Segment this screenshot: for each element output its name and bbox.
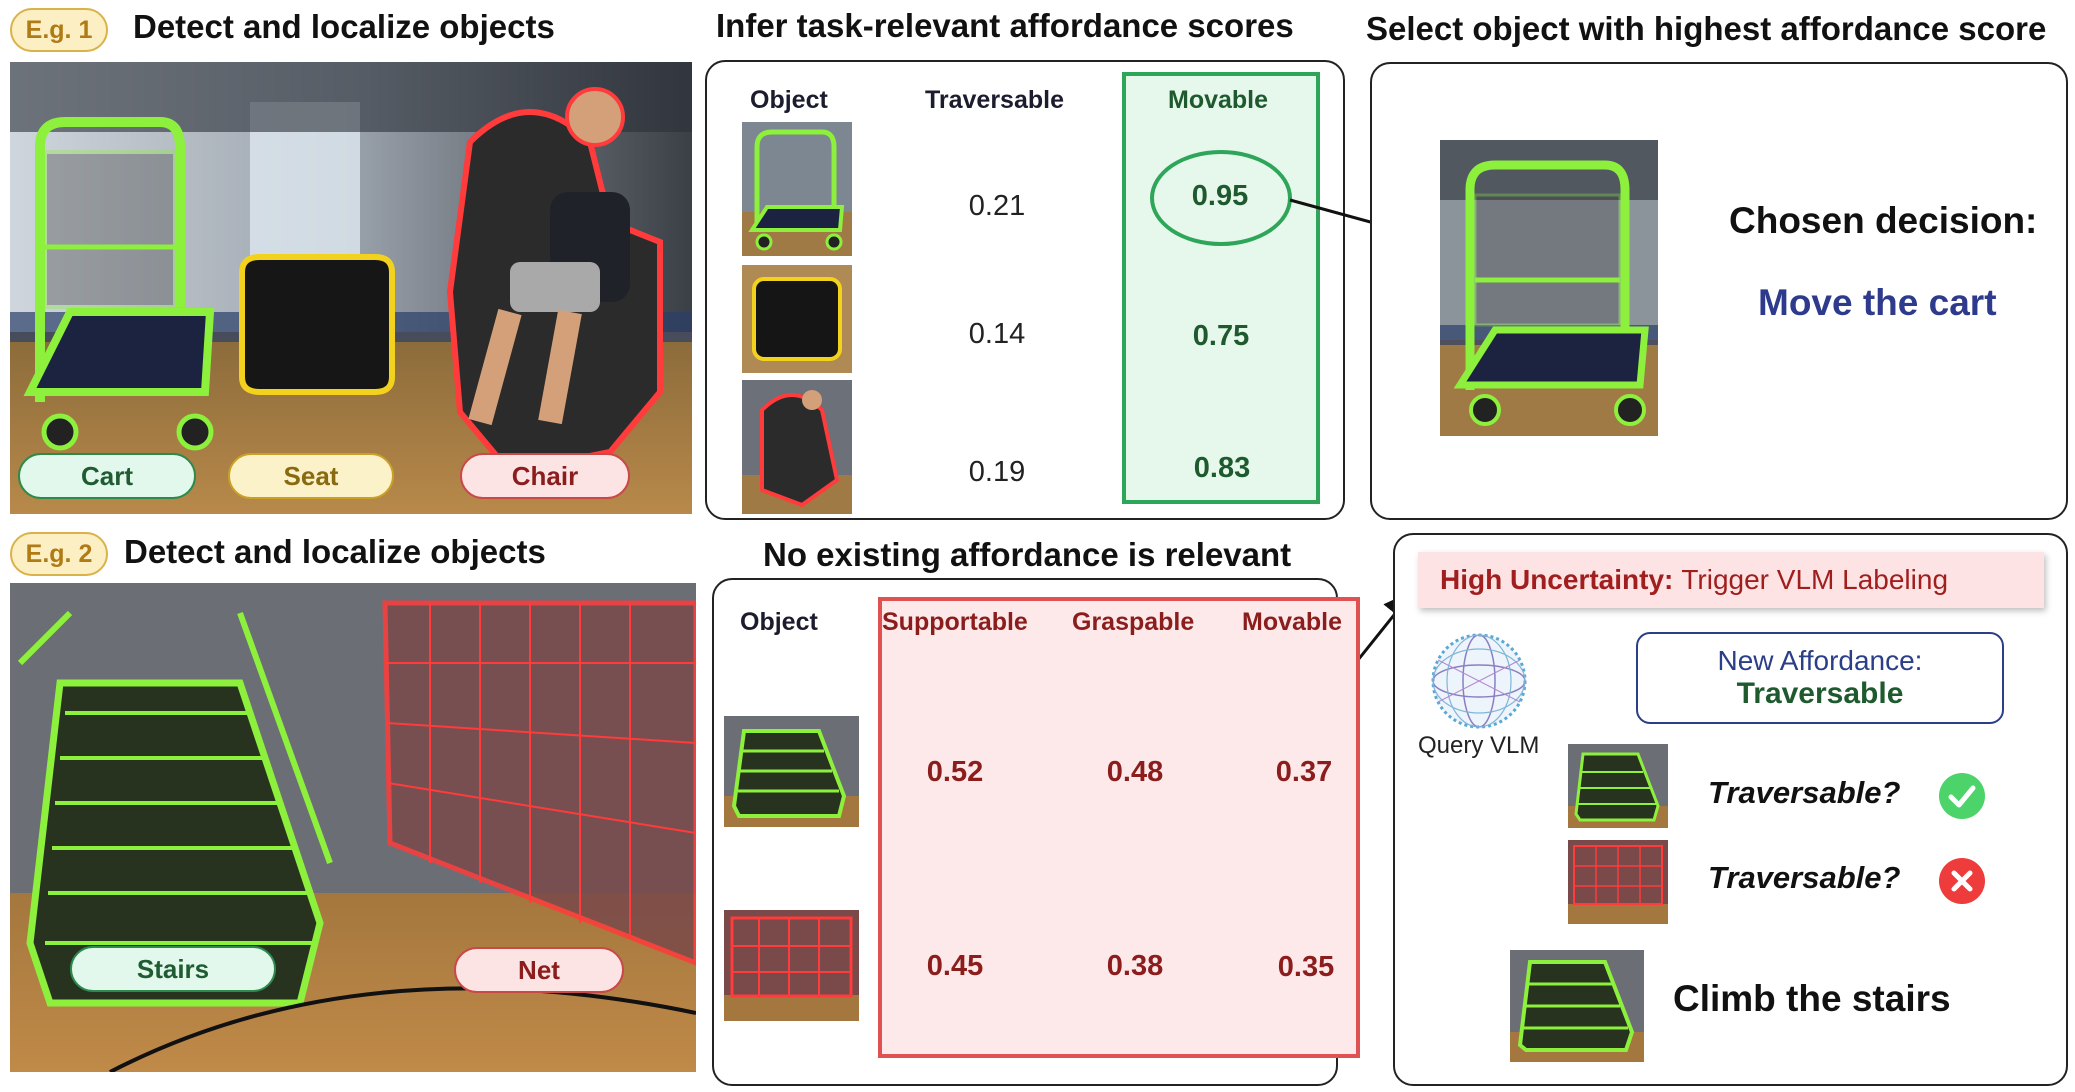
table2-header-supportable: Supportable — [882, 608, 1028, 636]
question-net: Traversable? — [1708, 860, 1901, 895]
table1-cart-traversable: 0.21 — [968, 190, 1026, 222]
scene-2-photo — [10, 583, 696, 1072]
table2-header-graspable: Graspable — [1072, 608, 1195, 636]
thumb-cart — [742, 122, 852, 256]
uncertainty-label: High Uncertainty: — [1440, 564, 1674, 595]
seat-outline — [239, 254, 395, 395]
table2-header-object: Object — [740, 608, 818, 636]
table1-header-movable: Movable — [1168, 86, 1269, 114]
label-chair: Chair — [460, 453, 630, 499]
label-net: Net — [454, 947, 624, 993]
uncertainty-action: Trigger VLM Labeling — [1681, 564, 1949, 595]
table1-chair-movable: 0.83 — [1193, 452, 1251, 484]
candidate-net-thumb — [1568, 840, 1668, 924]
question-stairs: Traversable? — [1708, 775, 1901, 810]
example-1-step1-title: Detect and localize objects — [133, 8, 555, 45]
label-seat: Seat — [228, 453, 394, 499]
candidate-stairs-thumb — [1568, 744, 1668, 828]
decision-label: Chosen decision: — [1729, 200, 2038, 241]
table2-stairs-supportable: 0.52 — [926, 756, 984, 788]
table1-header-traversable: Traversable — [925, 86, 1064, 114]
cart-outline — [23, 117, 215, 451]
net-outline — [382, 600, 696, 966]
table2-header-movable: Movable — [1242, 608, 1343, 636]
final-stairs-thumb — [1510, 950, 1644, 1062]
final-decision: Climb the stairs — [1673, 978, 1951, 1019]
table1-chair-traversable: 0.19 — [968, 456, 1026, 488]
new-affordance-label: New Affordance: — [1717, 645, 1923, 676]
new-affordance-box: New Affordance: Traversable — [1636, 632, 2004, 724]
example-2-step1-title: Detect and localize objects — [124, 533, 546, 570]
example-1-badge: E.g. 1 — [10, 8, 108, 52]
thumb-seat — [742, 265, 852, 373]
thumb-chair — [742, 380, 852, 514]
uncertainty-banner: High Uncertainty: Trigger VLM Labeling — [1418, 552, 2044, 608]
cross-icon — [1938, 857, 1986, 905]
table1-header-object: Object — [750, 86, 828, 114]
table1-seat-movable: 0.75 — [1192, 320, 1250, 352]
label-stairs: Stairs — [70, 946, 276, 992]
example-1-step2-title: Infer task-relevant affordance scores — [716, 7, 1294, 44]
existing-affordances-highlight — [878, 597, 1360, 1058]
movable-column-highlight — [1122, 72, 1320, 504]
new-affordance-value: Traversable — [1736, 677, 1904, 710]
example-2-badge: E.g. 2 — [10, 532, 108, 576]
table1-seat-traversable: 0.14 — [968, 318, 1026, 350]
chair-outline — [446, 87, 663, 476]
table2-net-supportable: 0.45 — [926, 950, 984, 982]
table2-net-graspable: 0.38 — [1106, 950, 1164, 982]
stairs-outline — [17, 610, 333, 1007]
decision-value: Move the cart — [1758, 282, 1997, 323]
query-vlm-label: Query VLM — [1418, 732, 1540, 759]
example-2-step2-title: No existing affordance is relevant — [763, 536, 1292, 573]
check-icon — [1938, 772, 1986, 820]
table1-cart-movable: 0.95 — [1191, 180, 1249, 212]
table2-stairs-graspable: 0.48 — [1106, 756, 1164, 788]
scene-1-photo — [10, 62, 692, 514]
thumb-net — [724, 910, 859, 1021]
thumb-stairs — [724, 716, 859, 827]
selected-object-cart — [1440, 140, 1658, 436]
example-1-step3-title: Select object with highest affordance sc… — [1366, 10, 2047, 47]
table2-net-movable: 0.35 — [1277, 951, 1335, 983]
highest-score-ellipse — [1150, 150, 1292, 246]
vlm-sphere-icon — [1428, 630, 1530, 732]
label-cart: Cart — [18, 453, 196, 499]
table2-stairs-movable: 0.37 — [1275, 756, 1333, 788]
